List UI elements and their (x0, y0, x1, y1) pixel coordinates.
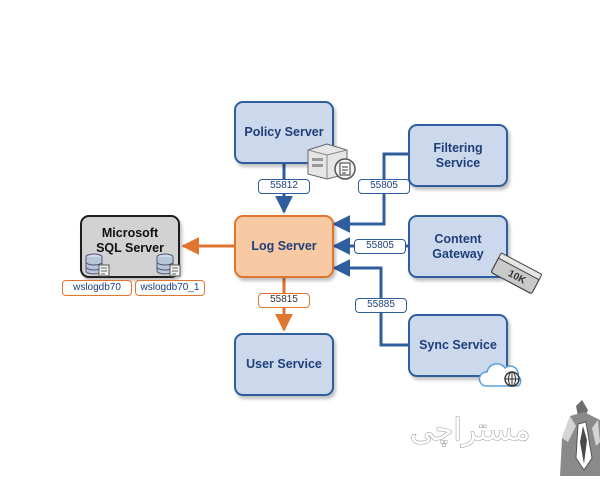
port-label-sync-log: 55885 (355, 298, 407, 313)
watermark-text: مستراچی (410, 413, 530, 448)
sql-server-label: Microsoft SQL Server (96, 226, 164, 255)
appliance-icon: 10K (491, 252, 543, 294)
database-label-2: wslogdb70_1 (135, 280, 205, 296)
content-gateway-node: Content Gateway (408, 215, 508, 278)
log-server-label: Log Server (251, 239, 317, 253)
sync-service-label: Sync Service (419, 338, 497, 352)
database-icon (85, 253, 110, 277)
cloud-globe-icon (478, 363, 522, 387)
port-label-log-user: 55815 (258, 293, 310, 308)
port-label-policy-log: 55812 (258, 179, 310, 194)
content-gateway-label: Content Gateway (432, 231, 484, 261)
user-service-node: User Service (234, 333, 334, 396)
policy-server-label: Policy Server (244, 125, 324, 139)
filtering-service-node: Filtering Service (408, 124, 508, 187)
figure-icon (560, 400, 600, 476)
log-server-node: Log Server (234, 215, 334, 278)
watermark-logo: مستراچی (410, 400, 600, 476)
port-label-filtering-log: 55805 (358, 179, 410, 194)
filtering-service-label: Filtering Service (433, 140, 483, 170)
database-label-1: wslogdb70 (62, 280, 132, 296)
port-label-gateway-log: 55805 (354, 239, 406, 254)
database-icon (156, 253, 181, 277)
user-service-label: User Service (246, 357, 322, 371)
server-tower-icon (307, 143, 356, 180)
